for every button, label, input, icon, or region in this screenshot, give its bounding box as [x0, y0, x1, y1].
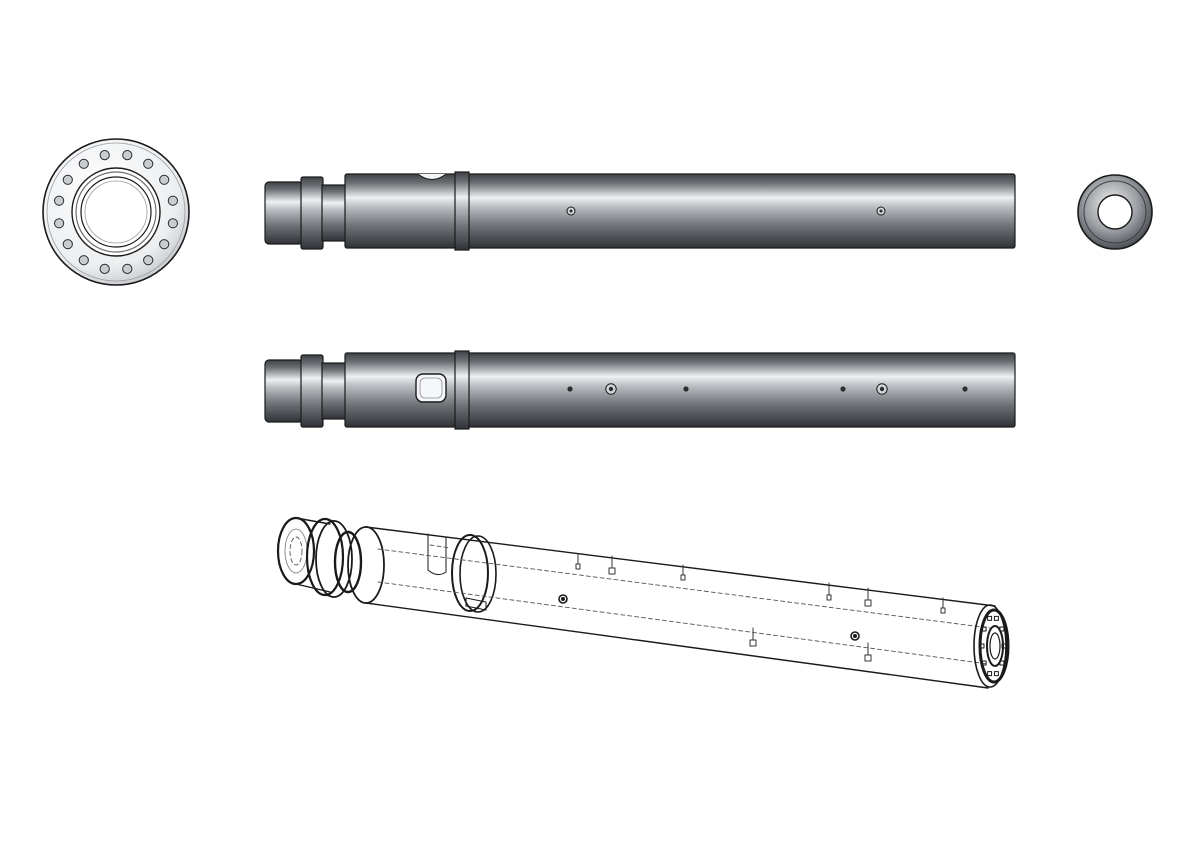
end-face-hole [981, 660, 987, 666]
bolt-hole [122, 263, 133, 274]
bolt-hole [167, 218, 178, 229]
end-face-hole [999, 660, 1005, 666]
bolt-hole [167, 195, 178, 206]
bolt-hole [54, 195, 65, 206]
shaft-side-view-top [264, 171, 1016, 251]
bolt-hole [78, 158, 89, 169]
end-face-hole [987, 671, 993, 677]
end-face-hole [987, 615, 993, 621]
shaft-side-view-middle [264, 350, 1016, 430]
bolt-hole [99, 150, 110, 161]
bolt-hole [78, 255, 89, 266]
end-face-hole [1001, 643, 1007, 649]
bolt-hole [62, 174, 73, 185]
bolt-hole [99, 263, 110, 274]
end-face-hole [999, 626, 1005, 632]
bolt-hole [143, 158, 154, 169]
flange-end-view [42, 138, 190, 286]
flange-bolt-holes [54, 150, 178, 274]
bolt-hole [159, 239, 170, 250]
small-end-view [1077, 174, 1153, 250]
bolt-hole [143, 255, 154, 266]
end-face-hole [981, 626, 987, 632]
bolt-hole [159, 174, 170, 185]
end-face-hole [993, 671, 999, 677]
bolt-hole [122, 150, 133, 161]
bolt-hole [62, 239, 73, 250]
shaft-isometric-view [276, 516, 1010, 689]
end-face-hole [979, 643, 985, 649]
end-face-hole [993, 615, 999, 621]
bolt-hole [54, 218, 65, 229]
